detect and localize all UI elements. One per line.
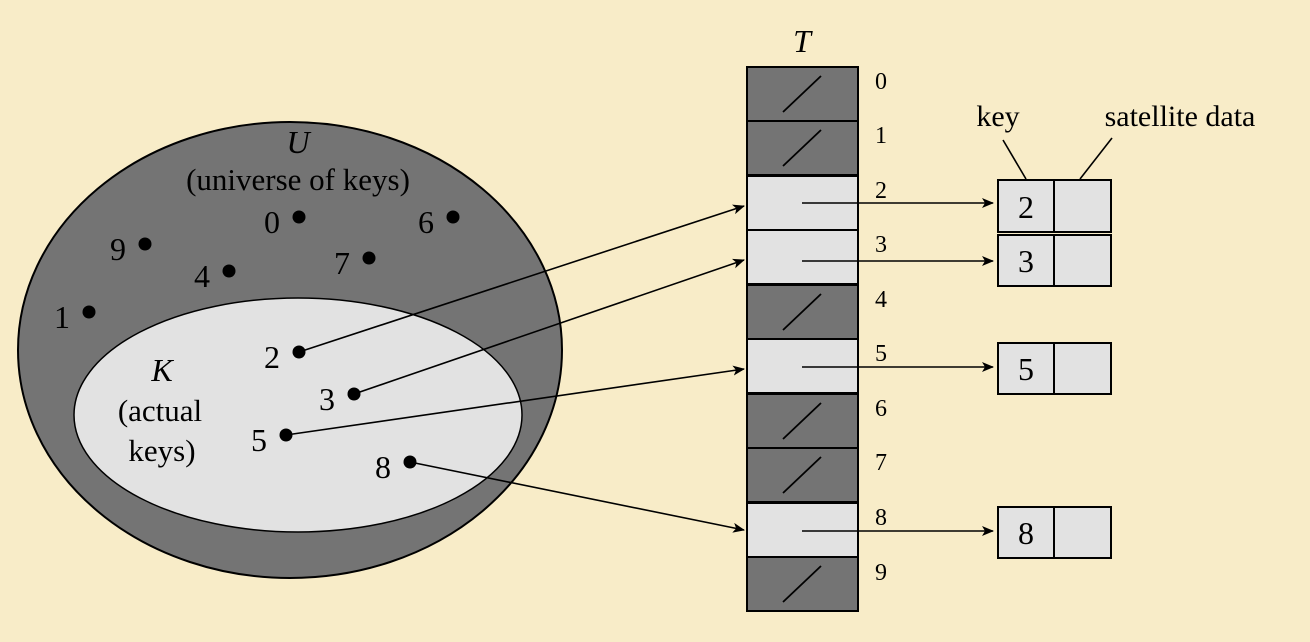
table-slot-3: 3 [746, 229, 994, 285]
satellite-data-label: satellite data [1105, 100, 1256, 133]
table-slot-4: 4 [746, 284, 887, 340]
key-label: 8 [375, 449, 391, 485]
slot-index: 5 [875, 341, 887, 367]
key-point [362, 251, 376, 265]
table-name: T [793, 23, 813, 59]
element-5: 5 [997, 342, 1112, 395]
universe-key-7: 7 [334, 245, 376, 281]
satellite-data-pointer [1079, 137, 1113, 180]
key-label: 1 [54, 299, 70, 335]
key-point [222, 264, 236, 278]
element-key-value: 2 [1018, 189, 1034, 225]
universe-key-0: 0 [264, 204, 306, 240]
table-slot-0: 0 [746, 66, 887, 122]
arrow-key-2-to-slot [298, 204, 745, 353]
element-satellite-cell [1053, 179, 1112, 233]
slot-index: 3 [875, 232, 887, 258]
table-slot-7: 7 [746, 447, 887, 503]
key-label: 3 [319, 381, 335, 417]
table-slot-6: 6 [746, 393, 887, 449]
slot-index: 0 [875, 69, 887, 95]
slot-index: 8 [875, 505, 887, 531]
key-label: 4 [194, 258, 210, 294]
element-key-cell [997, 234, 1055, 287]
key-field-label: key [976, 100, 1019, 133]
element-satellite-cell [1053, 506, 1112, 559]
key-point [138, 237, 152, 251]
slot-index: 9 [875, 560, 887, 586]
key-point [82, 305, 96, 319]
key-label: 7 [334, 245, 350, 281]
actual-keys-caption-line2: keys) [128, 433, 195, 468]
key-label: 9 [110, 231, 126, 267]
element-key-cell [997, 342, 1055, 395]
element-key-cell [997, 506, 1055, 559]
element-key-value: 3 [1018, 243, 1034, 279]
arrow-key-8-to-slot [409, 461, 745, 533]
key-label: 6 [418, 204, 434, 240]
nil-slash [782, 402, 822, 440]
table-slot-1: 1 [746, 120, 887, 176]
actual-keys-symbol: K [150, 352, 174, 388]
nil-slash [782, 565, 822, 603]
slot-index: 2 [875, 178, 887, 204]
element-3: 3 [997, 234, 1112, 287]
slot-index: 7 [875, 450, 887, 476]
table-slot-9: 9 [746, 556, 887, 612]
actual-keys-caption-line1: (actual [118, 393, 202, 428]
slot-cell [746, 338, 859, 394]
slot-index: 1 [875, 123, 887, 149]
table-slot-5: 5 [746, 338, 994, 394]
nil-slash [782, 456, 822, 494]
universe-key-6: 6 [418, 204, 460, 240]
slot-cell [746, 229, 859, 285]
element-8: 8 [997, 506, 1112, 559]
key-label: 2 [264, 339, 280, 375]
slot-index: 6 [875, 396, 887, 422]
table-slot-2: 2 [746, 175, 994, 231]
nil-slash [782, 129, 822, 167]
actual-key-8: 8 [375, 449, 417, 485]
arrow-key-3-to-slot [353, 258, 745, 395]
element-key-cell [997, 179, 1055, 233]
element-2: 2 [997, 179, 1112, 233]
key-label: 5 [251, 422, 267, 458]
universe-symbol: U [286, 124, 311, 160]
universe-key-9: 9 [110, 231, 152, 267]
nil-slash [782, 75, 822, 113]
slot-index: 4 [875, 287, 887, 313]
slot-cell [746, 502, 859, 558]
key-field-pointer [1002, 139, 1027, 180]
element-satellite-cell [1053, 342, 1112, 395]
key-point [446, 210, 460, 224]
element-key-value: 5 [1018, 351, 1034, 387]
universe-caption: (universe of keys) [186, 162, 410, 197]
arrow-key-5-to-slot [285, 365, 745, 436]
element-key-value: 8 [1018, 515, 1034, 551]
key-label: 0 [264, 204, 280, 240]
table-slot-8: 8 [746, 502, 994, 558]
element-satellite-cell [1053, 234, 1112, 287]
actual-keys-ellipse [73, 297, 523, 533]
universe-key-4: 4 [194, 258, 236, 294]
key-point [292, 210, 306, 224]
universe-key-1: 1 [54, 299, 96, 335]
nil-slash [782, 293, 822, 331]
